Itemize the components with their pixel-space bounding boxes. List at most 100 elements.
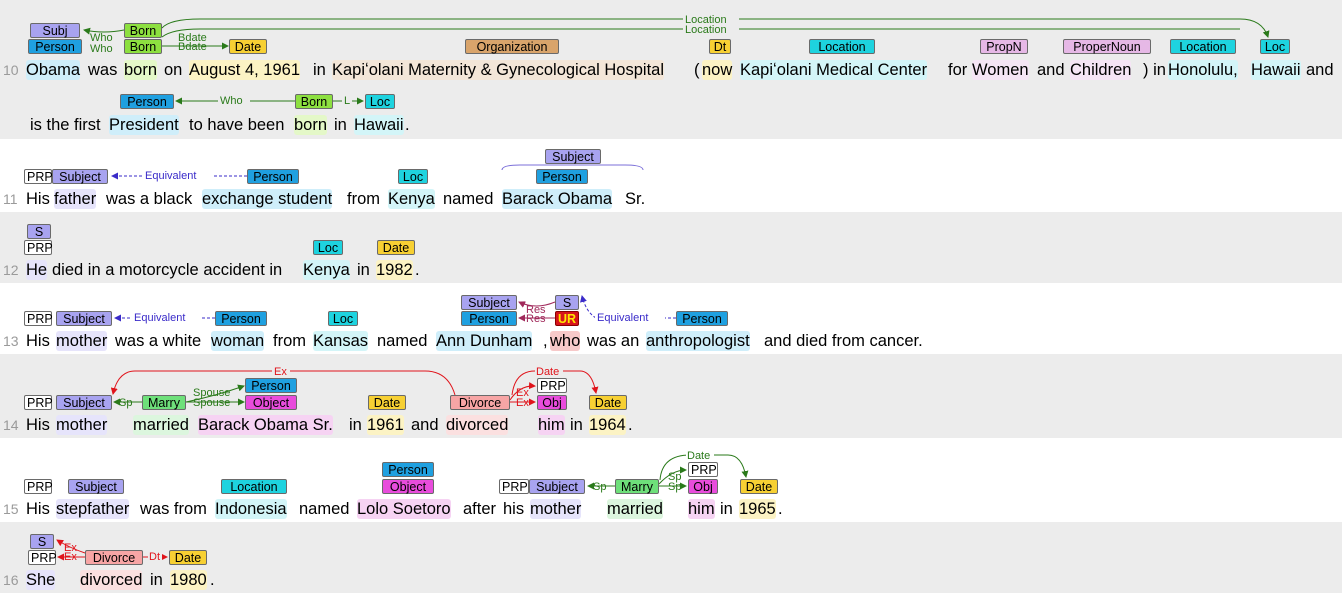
token-t14-barack[interactable]: Barack Obama Sr. [198, 415, 333, 435]
token-t16-div[interactable]: divorced [80, 570, 143, 590]
label-prp[interactable]: PRP [688, 462, 718, 477]
label-loc[interactable]: Loc [365, 94, 395, 109]
token-t10-now[interactable]: now [702, 60, 733, 80]
token-t15-lolo[interactable]: Lolo Soetoro [357, 499, 451, 519]
label-person[interactable]: Person [120, 94, 174, 109]
token-t15-mother[interactable]: mother [530, 499, 582, 519]
label-divorce[interactable]: Divorce [450, 395, 510, 410]
label-propn[interactable]: PropN [980, 39, 1028, 54]
token-t10-propnoun[interactable]: Children [1070, 60, 1132, 80]
label-marry[interactable]: Marry [142, 395, 186, 410]
label-born[interactable]: Born [124, 39, 162, 54]
label-loc[interactable]: Loc [1260, 39, 1290, 54]
token-t15-1965[interactable]: 1965 [739, 499, 776, 519]
label-marry[interactable]: Marry [615, 479, 659, 494]
token-t12-kenya[interactable]: Kenya [303, 260, 350, 280]
label-date[interactable]: Date [229, 39, 267, 54]
token-t10-born[interactable]: born [124, 60, 158, 80]
label-date[interactable]: Date [740, 479, 778, 494]
label-prp[interactable]: PRP [499, 479, 529, 494]
label-subject[interactable]: Subject [52, 169, 108, 184]
token-t13-ann[interactable]: Ann Dunham [436, 331, 533, 351]
label-prp[interactable]: PRP [24, 479, 53, 494]
label-prp[interactable]: PRP [24, 395, 53, 410]
token-t10-obama[interactable]: Obama [26, 60, 81, 80]
token-t13-mother[interactable]: mother [56, 331, 108, 351]
label-s[interactable]: S [27, 224, 51, 239]
label-loc[interactable]: Loc [328, 311, 358, 326]
token-t11-father[interactable]: father [54, 189, 97, 209]
label-subj[interactable]: Subj [30, 23, 80, 38]
label-person[interactable]: Person [245, 378, 297, 393]
label-ur[interactable]: UR [555, 311, 579, 326]
label-person[interactable]: Person [215, 311, 267, 326]
token-t14-1964[interactable]: 1964 [589, 415, 626, 435]
token-t12-he[interactable]: He [26, 260, 48, 280]
token-t11-kenya[interactable]: Kenya [388, 189, 435, 209]
token-t10-hawaii2[interactable]: Hawaii [354, 115, 404, 135]
token-t15-step[interactable]: stepfather [56, 499, 130, 519]
label-subject[interactable]: Subject [56, 311, 112, 326]
label-location[interactable]: Location [1170, 39, 1236, 54]
label-object[interactable]: Object [382, 479, 434, 494]
label-obj[interactable]: Obj [688, 479, 718, 494]
token-t11-student[interactable]: exchange student [202, 189, 333, 209]
label-location[interactable]: Location [221, 479, 287, 494]
token-t16-she[interactable]: She [26, 570, 56, 590]
token-t15-indo[interactable]: Indonesia [215, 499, 287, 519]
token-t10-pres[interactable]: President [109, 115, 179, 135]
token-t16-1980[interactable]: 1980 [170, 570, 207, 590]
label-prp[interactable]: PRP [24, 240, 53, 255]
label-prp[interactable]: PRP [537, 378, 567, 393]
label-prp[interactable]: PRP [24, 169, 53, 184]
label-prp[interactable]: PRP [24, 311, 53, 326]
token-t15-married[interactable]: married [607, 499, 663, 519]
label-loc[interactable]: Loc [313, 240, 343, 255]
token-t12-1982[interactable]: 1982 [376, 260, 413, 280]
label-subject[interactable]: Subject [545, 149, 601, 164]
label-date[interactable]: Date [169, 550, 207, 565]
token-t10-org[interactable]: Kapiʻolani Maternity & Gynecological Hos… [332, 60, 664, 80]
token-t10-loc1[interactable]: Kapiʻolani Medical Center [740, 60, 928, 80]
token-t10-date[interactable]: August 4, 1961 [189, 60, 301, 80]
token-t10-born2[interactable]: born [294, 115, 328, 135]
label-location[interactable]: Location [809, 39, 875, 54]
label-subject[interactable]: Subject [461, 295, 517, 310]
label-person[interactable]: Person [28, 39, 82, 54]
label-subject[interactable]: Subject [529, 479, 585, 494]
token-t14-1961[interactable]: 1961 [367, 415, 404, 435]
label-organization[interactable]: Organization [465, 39, 559, 54]
token-t14-div[interactable]: divorced [446, 415, 509, 435]
label-divorce[interactable]: Divorce [85, 550, 143, 565]
label-born[interactable]: Born [124, 23, 162, 38]
label-date[interactable]: Date [368, 395, 406, 410]
label-date[interactable]: Date [589, 395, 627, 410]
token-t10-propn[interactable]: Women [972, 60, 1029, 80]
token-t14-married[interactable]: married [133, 415, 189, 435]
label-object[interactable]: Object [245, 395, 297, 410]
token-t10-hawaii[interactable]: Hawaii [1251, 60, 1301, 80]
label-person[interactable]: Person [382, 462, 434, 477]
label-obj[interactable]: Obj [537, 395, 567, 410]
token-t13-kansas[interactable]: Kansas [313, 331, 369, 351]
token-t14-him[interactable]: him [538, 415, 565, 435]
token-t13-woman[interactable]: woman [211, 331, 265, 351]
token-t11-barack[interactable]: Barack Obama [502, 189, 613, 209]
label-person[interactable]: Person [461, 311, 517, 326]
label-s[interactable]: S [555, 295, 579, 310]
label-subject[interactable]: Subject [56, 395, 112, 410]
token-t14-mother[interactable]: mother [56, 415, 108, 435]
label-person[interactable]: Person [676, 311, 728, 326]
label-person[interactable]: Person [536, 169, 588, 184]
label-loc[interactable]: Loc [398, 169, 428, 184]
label-person[interactable]: Person [247, 169, 299, 184]
token-t15-him[interactable]: him [688, 499, 715, 519]
token-t13-anth[interactable]: anthropologist [646, 331, 750, 351]
label-dt[interactable]: Dt [709, 39, 731, 54]
label-date[interactable]: Date [377, 240, 415, 255]
token-t10-hon[interactable]: Honolulu, [1168, 60, 1238, 80]
label-s[interactable]: S [30, 534, 54, 549]
label-subject[interactable]: Subject [68, 479, 124, 494]
label-prp[interactable]: PRP [28, 550, 57, 565]
label-propernoun[interactable]: ProperNoun [1063, 39, 1151, 54]
